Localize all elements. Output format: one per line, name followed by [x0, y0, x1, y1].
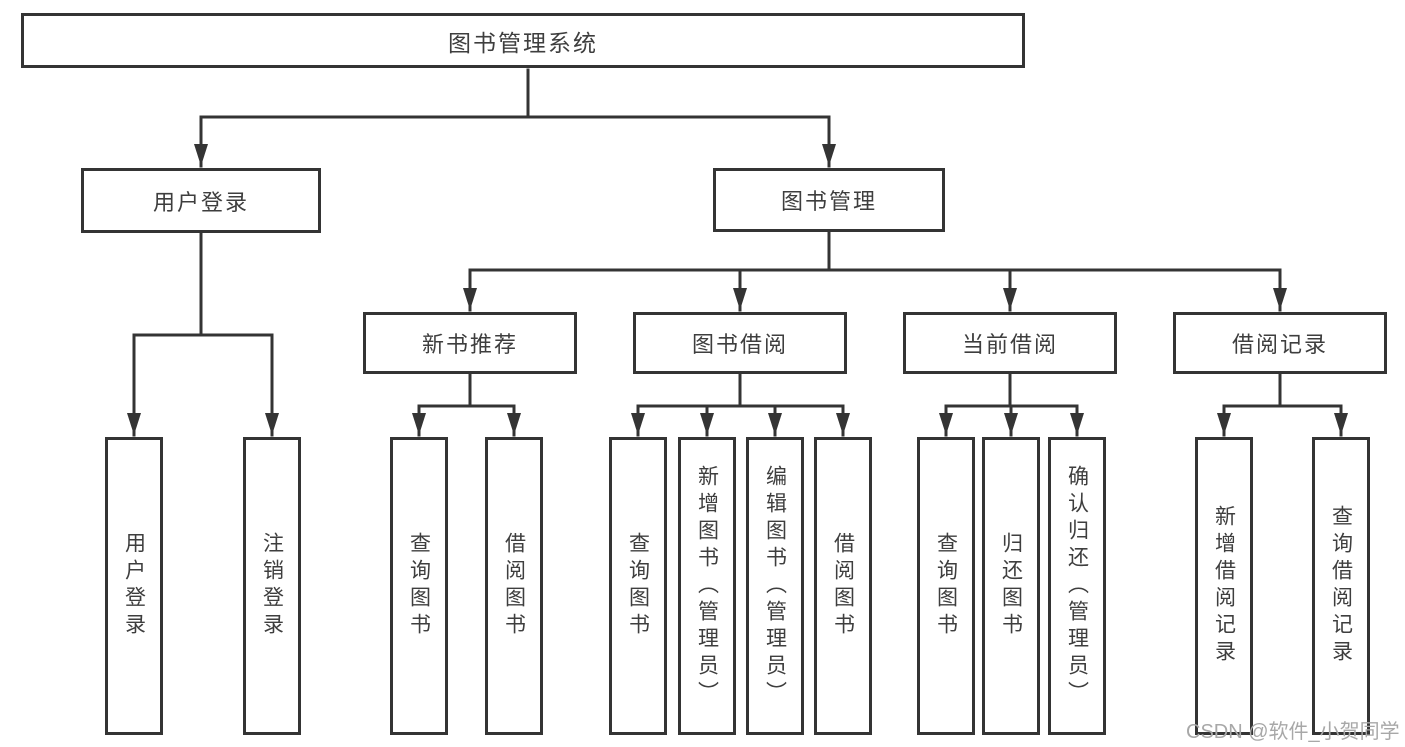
node-user-login: 用户登录	[81, 168, 321, 233]
node-book-borrow-label: 图书借阅	[691, 332, 788, 357]
leaf-add-book-label: 新增图书（管理员）	[695, 464, 719, 708]
node-root: 图书管理系统	[21, 13, 1025, 68]
node-user-login-label: 用户登录	[152, 189, 249, 215]
node-current-borrow-label: 当前借阅	[961, 332, 1058, 357]
leaf-query-book-2-label: 查询图书	[626, 532, 650, 640]
connector-new-book-rec-bar	[417, 372, 516, 408]
node-book-borrow: 图书借阅	[633, 312, 847, 374]
leaf-confirm-return: 确认归还（管理员）	[1048, 437, 1106, 735]
leaf-user-login: 用户登录	[105, 437, 163, 735]
node-new-book-rec-label: 新书推荐	[421, 332, 518, 357]
connector-user-login-bar	[132, 231, 274, 337]
leaf-edit-book: 编辑图书（管理员）	[746, 437, 804, 735]
connector-book-borrow-bar	[636, 372, 845, 408]
node-root-label: 图书管理系统	[448, 29, 598, 56]
connector-current-borrow-bar	[944, 372, 1079, 408]
leaf-query-book-3: 查询图书	[917, 437, 975, 735]
leaf-borrow-book-1-label: 借阅图书	[502, 532, 526, 640]
leaf-query-borrow-record-label: 查询借阅记录	[1329, 505, 1353, 667]
leaf-logout-label: 注销登录	[260, 532, 284, 640]
leaf-query-book-2: 查询图书	[609, 437, 667, 735]
leaf-query-book-1-label: 查询图书	[407, 532, 431, 640]
leaf-confirm-return-label: 确认归还（管理员）	[1065, 464, 1089, 708]
leaf-add-book: 新增图书（管理员）	[678, 437, 736, 735]
leaf-user-login-label: 用户登录	[122, 532, 146, 640]
leaf-add-borrow-record-label: 新增借阅记录	[1212, 505, 1236, 667]
leaf-query-book-3-label: 查询图书	[934, 532, 958, 640]
leaf-add-borrow-record: 新增借阅记录	[1195, 437, 1253, 735]
node-current-borrow: 当前借阅	[903, 312, 1117, 374]
leaf-query-book-1: 查询图书	[390, 437, 448, 735]
leaf-borrow-book-2-label: 借阅图书	[831, 532, 855, 640]
leaf-return-book: 归还图书	[982, 437, 1040, 735]
node-book-mgmt-label: 图书管理	[780, 189, 877, 214]
leaf-return-book-label: 归还图书	[999, 532, 1023, 640]
connector-borrow-records-bar	[1222, 372, 1343, 408]
leaf-borrow-book-2: 借阅图书	[814, 437, 872, 735]
node-borrow-records-label: 借阅记录	[1231, 332, 1328, 357]
csdn-watermark: CSDN @软件_小贺同学	[1186, 721, 1400, 743]
leaf-edit-book-label: 编辑图书（管理员）	[763, 464, 787, 708]
node-borrow-records: 借阅记录	[1173, 312, 1387, 374]
leaf-query-borrow-record: 查询借阅记录	[1312, 437, 1370, 735]
node-book-mgmt: 图书管理	[713, 168, 945, 232]
node-new-book-rec: 新书推荐	[363, 312, 577, 374]
connector-root-bar	[199, 68, 831, 119]
connector-book-mgmt-bar	[468, 230, 1282, 272]
leaf-borrow-book-1: 借阅图书	[485, 437, 543, 735]
leaf-logout: 注销登录	[243, 437, 301, 735]
